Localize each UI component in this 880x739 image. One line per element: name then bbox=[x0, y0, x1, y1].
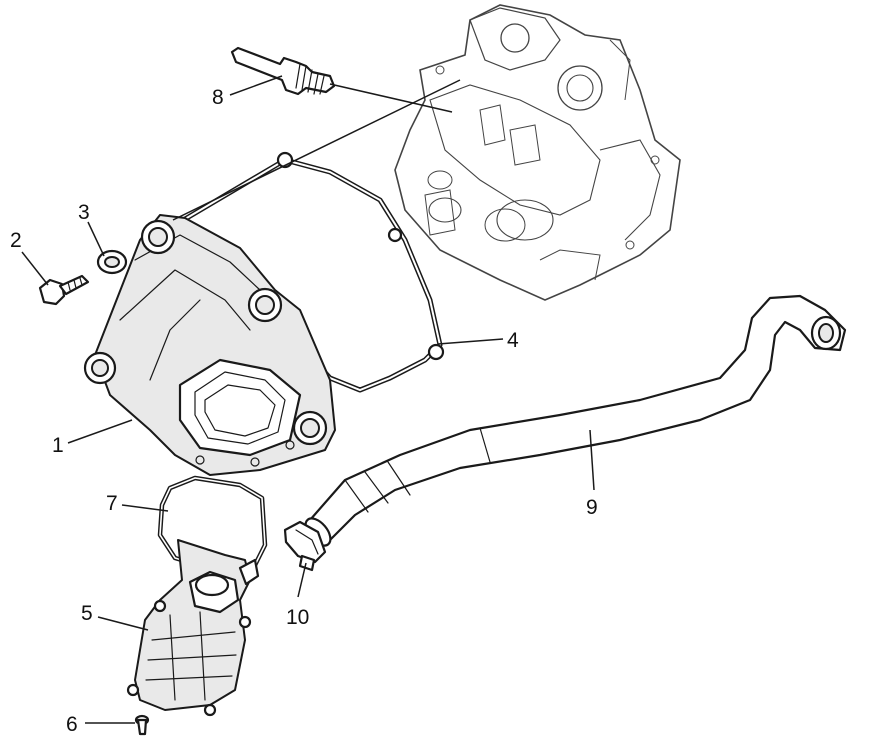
callout-2: 2 bbox=[10, 229, 22, 252]
callout-8: 8 bbox=[212, 86, 224, 109]
cylinder-head bbox=[394, 4, 681, 301]
spark-plug bbox=[230, 46, 336, 96]
sealing-washer bbox=[96, 249, 128, 275]
callout-numbers: 1 2 3 4 5 6 7 8 9 10 bbox=[10, 86, 598, 736]
callout-10: 10 bbox=[286, 606, 309, 629]
cover-bolt bbox=[38, 274, 90, 306]
callout-3: 3 bbox=[78, 201, 90, 224]
callout-9: 9 bbox=[586, 496, 598, 519]
callout-1: 1 bbox=[52, 434, 64, 457]
cylinder-head-cover bbox=[83, 214, 336, 476]
breather-housing bbox=[126, 539, 260, 717]
callout-5: 5 bbox=[81, 602, 93, 625]
housing-screw bbox=[134, 714, 150, 736]
hose-clamp bbox=[283, 520, 327, 572]
breather-hose bbox=[304, 294, 847, 547]
callout-7: 7 bbox=[106, 492, 118, 515]
leader-lines bbox=[21, 75, 595, 724]
callout-6: 6 bbox=[66, 713, 78, 736]
callout-4: 4 bbox=[507, 329, 519, 352]
